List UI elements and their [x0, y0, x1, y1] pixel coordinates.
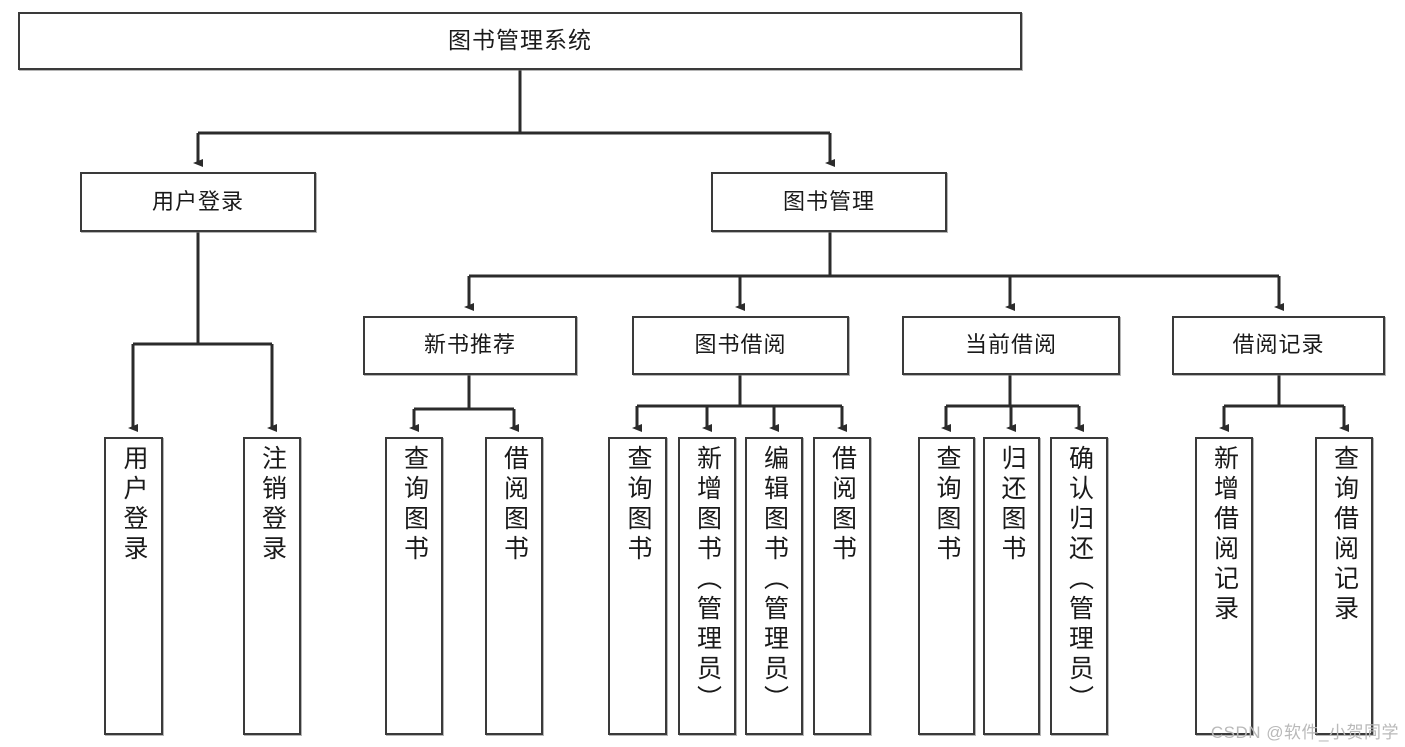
node-leaf-query-book-1-label: 查询图书 [400, 445, 429, 565]
node-leaf-query-record[interactable]: 查询借阅记录 [1315, 437, 1373, 735]
node-user-login[interactable]: 用户登录 [80, 172, 316, 232]
node-leaf-borrow-book-1[interactable]: 借阅图书 [485, 437, 543, 735]
node-leaf-user-logout-label: 注销登录 [258, 445, 287, 565]
node-leaf-return-book-label: 归还图书 [998, 445, 1026, 565]
node-leaf-return-book[interactable]: 归还图书 [983, 437, 1040, 735]
node-current-borrow[interactable]: 当前借阅 [902, 316, 1120, 375]
node-current-borrow-label: 当前借阅 [964, 332, 1057, 358]
node-leaf-edit-book-label: 编辑图书（管理员） [760, 445, 789, 715]
node-leaf-query-book-2[interactable]: 查询图书 [608, 437, 667, 735]
node-leaf-add-record-label: 新增借阅记录 [1210, 445, 1239, 625]
node-borrow-record-label: 借阅记录 [1232, 332, 1325, 358]
node-leaf-user-login[interactable]: 用户登录 [104, 437, 163, 735]
node-new-book-recommend[interactable]: 新书推荐 [363, 316, 577, 375]
node-leaf-user-logout[interactable]: 注销登录 [243, 437, 301, 735]
node-leaf-add-record[interactable]: 新增借阅记录 [1195, 437, 1253, 735]
node-leaf-query-book-2-label: 查询图书 [624, 445, 652, 565]
node-leaf-query-book-3-label: 查询图书 [933, 445, 961, 565]
node-leaf-confirm-return[interactable]: 确认归还（管理员） [1050, 437, 1108, 735]
node-root-label: 图书管理系统 [448, 27, 592, 54]
node-leaf-user-login-label: 用户登录 [120, 445, 148, 565]
node-leaf-add-book[interactable]: 新增图书（管理员） [678, 437, 736, 735]
node-leaf-confirm-return-label: 确认归还（管理员） [1065, 445, 1094, 715]
node-leaf-query-record-label: 查询借阅记录 [1330, 445, 1359, 625]
node-book-borrow[interactable]: 图书借阅 [632, 316, 849, 375]
node-leaf-edit-book[interactable]: 编辑图书（管理员） [745, 437, 803, 735]
node-leaf-borrow-book-2[interactable]: 借阅图书 [813, 437, 871, 735]
node-book-borrow-label: 图书借阅 [694, 332, 787, 358]
node-book-manage[interactable]: 图书管理 [711, 172, 947, 232]
node-user-login-label: 用户登录 [151, 188, 244, 214]
node-borrow-record[interactable]: 借阅记录 [1172, 316, 1385, 375]
node-root[interactable]: 图书管理系统 [18, 12, 1022, 70]
node-leaf-borrow-book-2-label: 借阅图书 [828, 445, 857, 565]
node-new-book-recommend-label: 新书推荐 [423, 332, 516, 358]
node-leaf-query-book-1[interactable]: 查询图书 [385, 437, 443, 735]
node-leaf-query-book-3[interactable]: 查询图书 [918, 437, 975, 735]
node-leaf-borrow-book-1-label: 借阅图书 [500, 445, 529, 565]
node-book-manage-label: 图书管理 [782, 188, 875, 214]
node-leaf-add-book-label: 新增图书（管理员） [693, 445, 722, 715]
watermark: CSDN @软件_小贺同学 [1210, 723, 1399, 742]
